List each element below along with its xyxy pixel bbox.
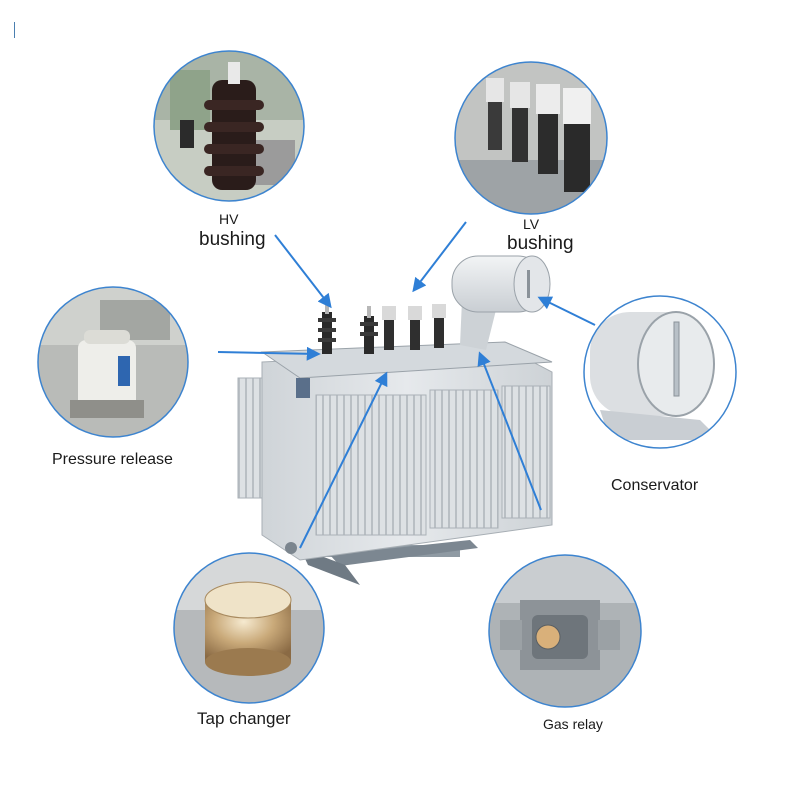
conservator-tank bbox=[451, 255, 551, 350]
radiator-front-1 bbox=[315, 394, 427, 536]
lv-bushing-detail bbox=[454, 61, 608, 215]
arrow-gas-relay bbox=[477, 351, 542, 511]
hv-label-line2: bushing bbox=[199, 229, 266, 250]
arrow-lv bbox=[412, 221, 467, 293]
drain-valve bbox=[285, 542, 297, 554]
pressure-release-label: Pressure release bbox=[52, 451, 173, 468]
tank-lid bbox=[260, 341, 553, 379]
gas-relay-label: Gas relay bbox=[543, 716, 603, 732]
arrow-hv bbox=[274, 234, 332, 309]
pressure-release-detail bbox=[37, 286, 189, 438]
transformer-main bbox=[237, 255, 553, 585]
conservator-label: Conservator bbox=[611, 477, 699, 494]
tap-changer-label: Tap changer bbox=[197, 709, 291, 728]
arrow-tap-changer bbox=[299, 371, 388, 549]
hv-label-line1: HV bbox=[219, 211, 239, 227]
hv-bushings bbox=[318, 302, 378, 354]
lv-label-line2: bushing bbox=[507, 233, 574, 254]
gas-relay-detail bbox=[488, 554, 642, 708]
conservator-detail bbox=[583, 295, 737, 449]
lv-bushings bbox=[382, 304, 446, 350]
tap-changer-detail bbox=[173, 552, 325, 704]
nameplate bbox=[296, 378, 310, 398]
hv-bushing-detail bbox=[153, 50, 305, 202]
arrow-pressure-release bbox=[217, 346, 321, 361]
text-cursor-mark bbox=[14, 22, 15, 38]
radiator-front-3 bbox=[501, 385, 551, 519]
radiator-front-2 bbox=[429, 389, 499, 529]
lv-label-line1: LV bbox=[523, 216, 540, 232]
skid-rail bbox=[330, 540, 478, 566]
arrow-conservator bbox=[537, 296, 596, 326]
pointer-arrows bbox=[217, 221, 596, 549]
